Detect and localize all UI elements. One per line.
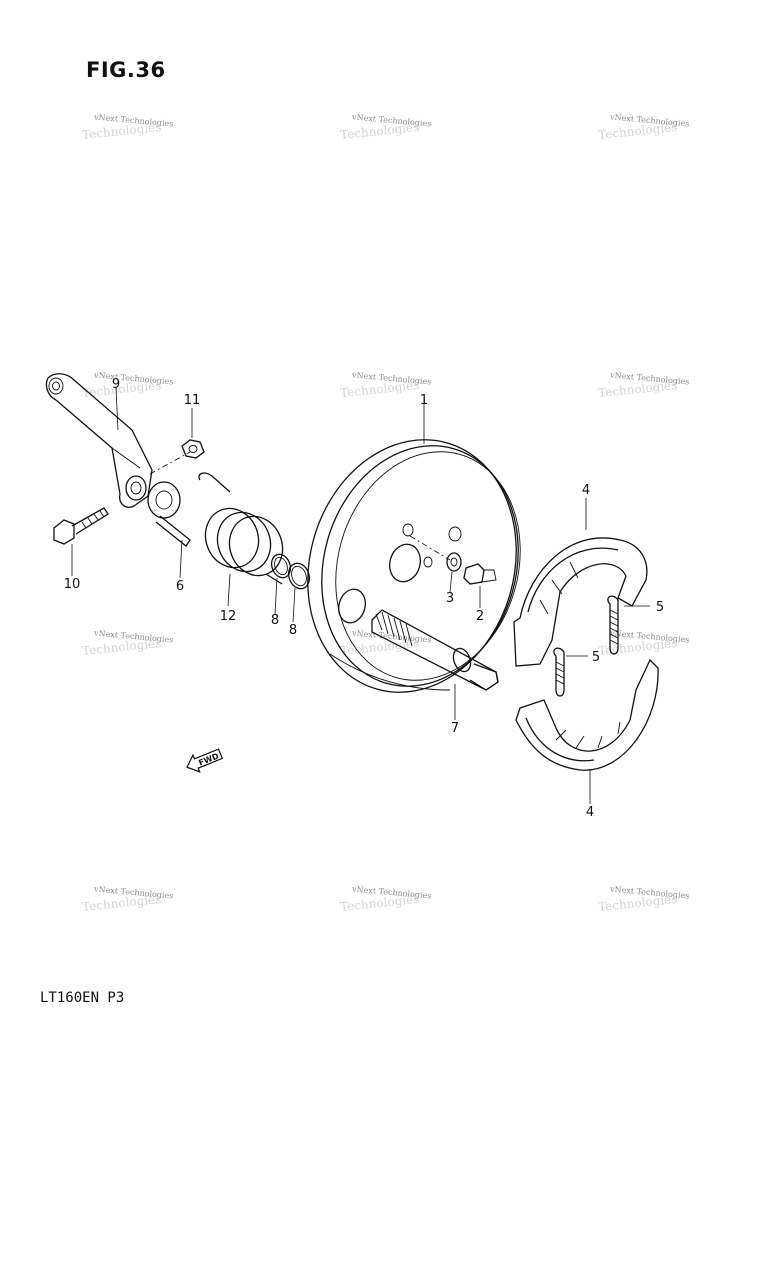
callout-8: 8 [289, 623, 297, 638]
callout-5: 5 [592, 650, 600, 665]
fwd-label: FWD [197, 751, 220, 767]
model-code: LT160EN P3 [40, 990, 125, 1006]
washer [446, 552, 462, 572]
callout-7: 7 [451, 721, 459, 736]
screw [463, 563, 497, 585]
shoe-spring [553, 647, 565, 697]
callout-4: 4 [586, 805, 594, 820]
assembly-axis [409, 535, 451, 561]
nut [181, 439, 205, 459]
fwd-arrow-icon: FWD [186, 748, 224, 773]
wear-indicator-plate [147, 481, 191, 547]
assembly-axis [149, 451, 191, 475]
brake-shoe-lower [515, 658, 659, 771]
callout-11: 11 [184, 393, 201, 408]
brake-camshaft [371, 609, 499, 691]
return-spring [198, 472, 284, 585]
figure-title: FIG.36 [86, 58, 166, 82]
callout-3: 3 [446, 591, 454, 606]
callout-10: 10 [64, 577, 81, 592]
brake-cam-lever [45, 373, 153, 508]
brake-shoe-upper [513, 537, 648, 667]
callout-12: 12 [220, 609, 237, 624]
callout-1: 1 [420, 393, 428, 408]
brake-panel [307, 439, 521, 693]
bolt [53, 507, 109, 545]
leader-lines [71, 387, 650, 804]
callout-9: 9 [112, 377, 120, 392]
callout-8: 8 [271, 613, 279, 628]
shoe-spring [607, 595, 619, 655]
callout-6: 6 [176, 579, 184, 594]
callout-5: 5 [656, 600, 664, 615]
callout-2: 2 [476, 609, 484, 624]
o-ring [270, 553, 292, 579]
callout-4: 4 [582, 483, 590, 498]
